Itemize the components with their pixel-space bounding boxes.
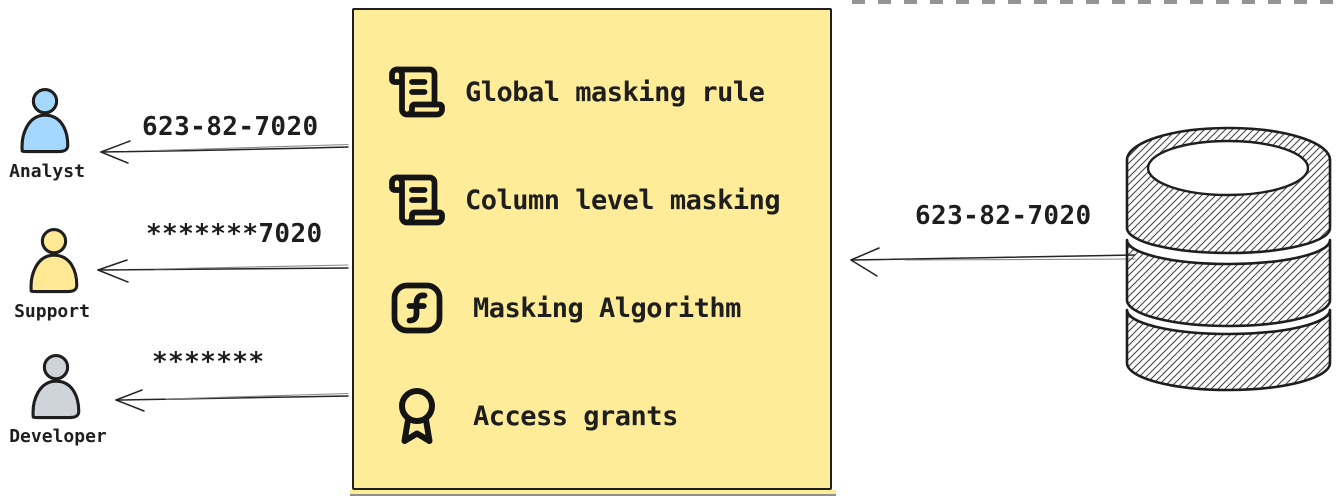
flow-value-developer: ******* <box>152 347 265 377</box>
database-icon <box>1125 126 1332 392</box>
panel-item-column-level-masking: Column level masking <box>385 168 830 232</box>
person-icon-developer <box>31 353 81 420</box>
panel-item-masking-algorithm: Masking Algorithm <box>385 276 830 340</box>
arrow-to-developer <box>115 389 349 412</box>
panel-item-access-grants: Access grants <box>385 384 830 448</box>
panel-item-label: Column level masking <box>465 184 781 216</box>
scroll-text-icon <box>385 168 449 232</box>
flow-value-from-database: 623-82-7020 <box>915 201 1092 231</box>
persona-label-support: Support <box>14 301 90 322</box>
persona-label-analyst: Analyst <box>9 161 85 182</box>
panel-item-global-masking-rule: Global masking rule <box>385 60 830 124</box>
panel-item-label: Global masking rule <box>465 76 765 108</box>
scroll-text-icon <box>385 60 449 124</box>
flow-value-analyst: 623-82-7020 <box>142 112 319 142</box>
person-icon-analyst <box>20 87 70 154</box>
panel-sketch-underline <box>350 490 836 496</box>
panel-item-label: Access grants <box>473 400 678 432</box>
function-square-icon <box>385 276 449 340</box>
panel-item-label: Masking Algorithm <box>473 292 741 324</box>
flow-value-support: *******7020 <box>146 219 323 249</box>
top-edge-artifact <box>852 0 1340 4</box>
masking-panel: Global masking rule Column level masking… <box>352 8 832 490</box>
arrow-database-to-panel <box>850 247 1136 277</box>
person-icon-support <box>29 227 79 294</box>
arrow-to-analyst <box>100 140 349 164</box>
persona-label-developer: Developer <box>9 426 107 447</box>
award-icon <box>385 384 449 448</box>
arrow-to-support <box>97 259 349 283</box>
